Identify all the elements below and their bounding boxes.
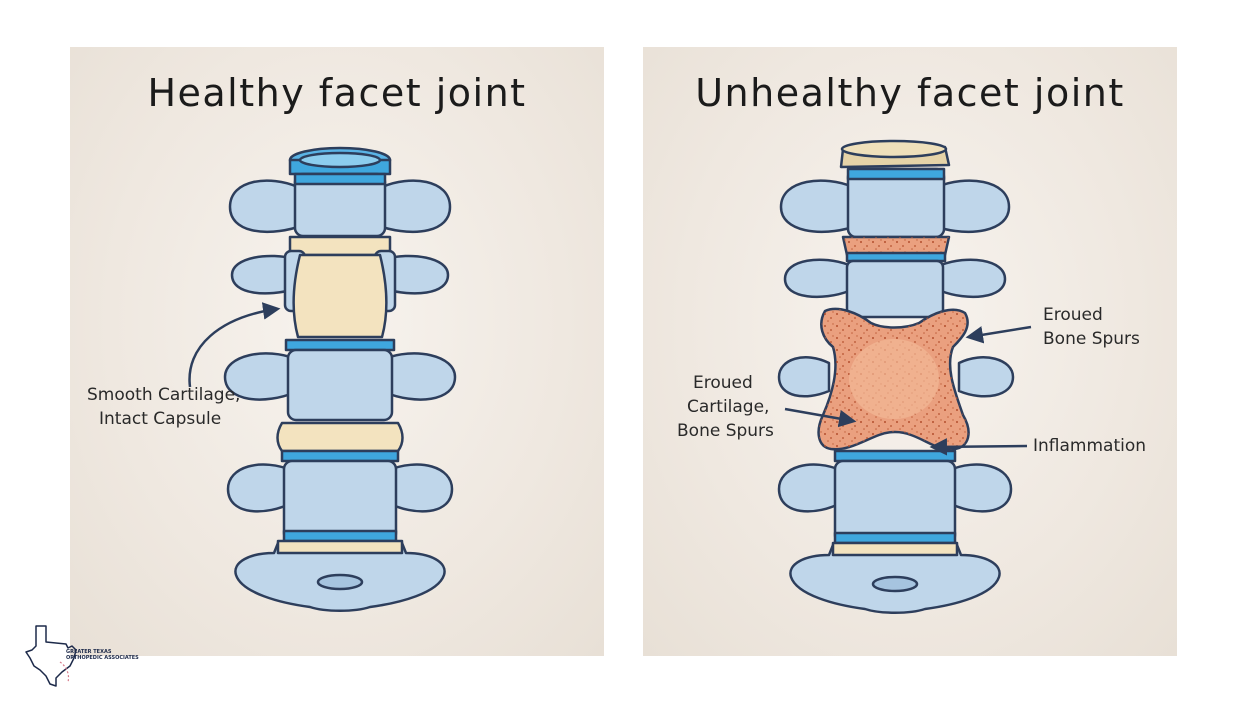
disc-1 xyxy=(288,235,392,257)
disc-band-3 xyxy=(280,449,400,463)
vertebra-3-wings xyxy=(777,356,1015,398)
vertebra-1-wings xyxy=(228,179,452,234)
vertebra-4-body xyxy=(282,459,398,543)
logo-text-line2: ORTHOPEDIC ASSOCIATES xyxy=(66,655,139,661)
disc-band-3 xyxy=(833,449,957,463)
vertebra-4-body xyxy=(833,459,957,545)
healthy-label-arrow xyxy=(188,302,281,388)
vertebra-1-wings xyxy=(779,179,1011,234)
inflammation-label: Inflammation xyxy=(1033,436,1147,456)
spurs-label-line2: Bone Spurs xyxy=(1043,329,1140,349)
unhealthy-spine-illustration xyxy=(777,139,1032,614)
healthy-title: Healthy facet joint xyxy=(147,71,527,115)
inflammation-arrow xyxy=(929,438,1028,456)
logo-text-line1: GREATER TEXAS xyxy=(66,649,112,655)
healthy-label-line2: Intact Capsule xyxy=(99,409,222,429)
vertebra-3-wings xyxy=(223,352,457,401)
cartilage-arrow xyxy=(784,407,857,428)
healthy-panel: Healthy facet joint xyxy=(70,47,604,656)
logo-text: GREATER TEXAS ORTHOPEDIC ASSOCIATES xyxy=(66,649,139,661)
cartilage-label-line2: Cartilage, xyxy=(687,397,770,417)
vertebra-2-body xyxy=(845,259,945,319)
smooth-cartilage-column xyxy=(292,253,388,339)
healthy-spine-illustration xyxy=(188,146,457,612)
texas-logo-icon xyxy=(25,625,77,687)
unhealthy-title: Unhealthy facet joint xyxy=(695,71,1125,115)
cartilage-label-line3: Bone Spurs xyxy=(677,421,774,441)
disc-band-2 xyxy=(284,338,396,352)
unhealthy-panel: Unhealthy facet joint xyxy=(643,47,1177,656)
cartilage-label-line1: Eroued xyxy=(693,373,753,393)
disc-3 xyxy=(276,421,404,453)
vertebra-3-body xyxy=(286,348,394,422)
vertebra-2-wings xyxy=(783,258,1007,299)
healthy-label-line1: Smooth Cartilage, xyxy=(87,385,241,405)
spurs-arrow xyxy=(965,325,1032,344)
spurs-label-line1: Eroued xyxy=(1043,305,1103,325)
